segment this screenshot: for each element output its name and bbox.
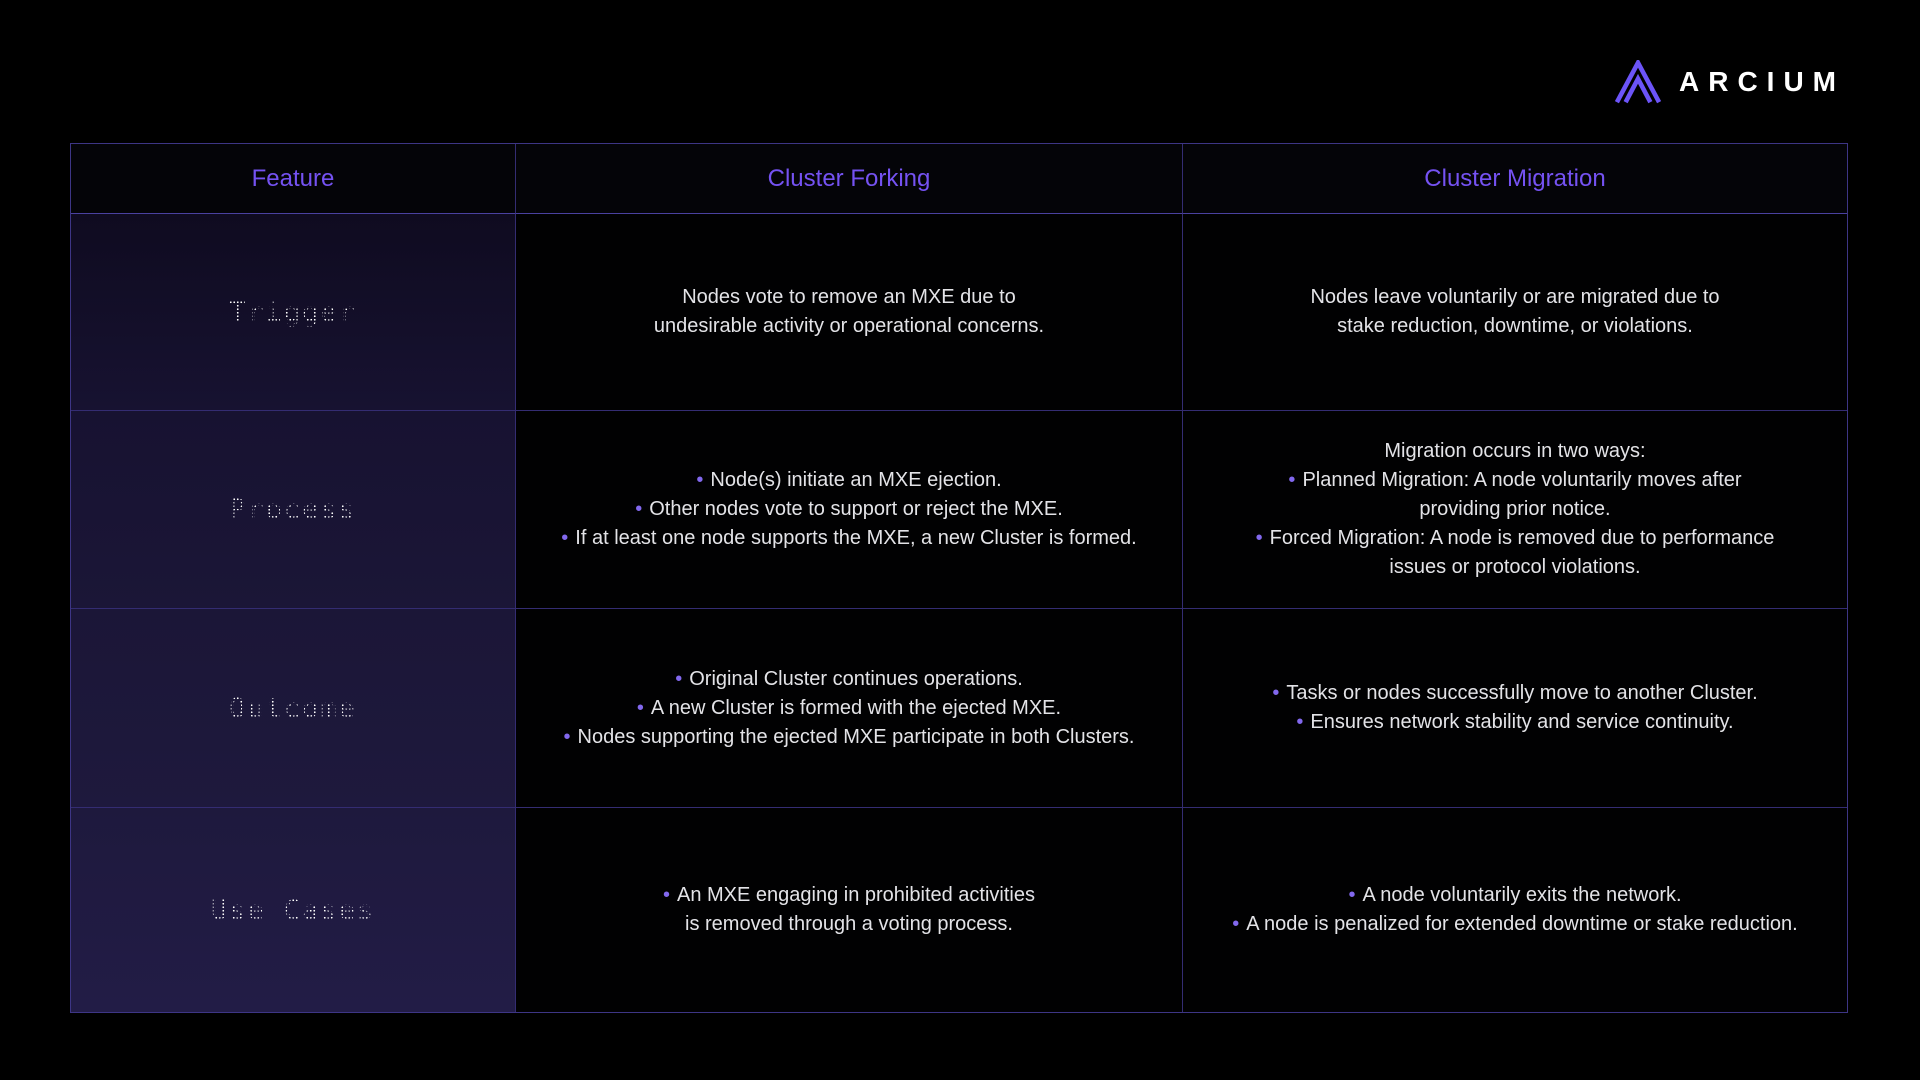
cluster-forking-cell: •An MXE engaging in prohibited activitie… — [516, 808, 1183, 1012]
cell-text-line: Nodes leave voluntarily or are migrated … — [1310, 286, 1720, 308]
arcium-logo-icon — [1614, 60, 1662, 104]
comparison-table: Feature Cluster Forking Cluster Migratio… — [70, 143, 1848, 1013]
feature-label: Process — [229, 494, 357, 525]
cell-text-line: •A new Cluster is formed with the ejecte… — [636, 696, 1062, 719]
cell-text-line: •Node(s) initiate an MXE ejection. — [696, 469, 1002, 491]
bullet-icon: • — [635, 498, 643, 520]
bullet-icon: • — [1255, 527, 1263, 549]
cluster-migration-cell: Migration occurs in two ways: •Planned Mi… — [1183, 411, 1847, 609]
cell-text-line: is removed through a voting process. — [685, 913, 1013, 935]
feature-label: Use Cases — [210, 894, 376, 926]
cell-text-line: Nodes vote to remove an MXE due to — [682, 286, 1016, 308]
cell-text-line: •If at least one node supports the MXE, … — [561, 527, 1137, 549]
cell-text-line: •An MXE engaging in prohibited activitie… — [662, 884, 1035, 906]
cell-text-line: •Ensures network stability and service c… — [1296, 711, 1734, 733]
cell-text-line: issues or protocol violations. — [1389, 556, 1641, 578]
arcium-logo: ARCIUM — [1612, 60, 1845, 104]
bullet-icon: • — [1272, 682, 1280, 704]
bullet-icon: • — [696, 469, 704, 491]
cluster-forking-cell: •Original Cluster continues operations.•… — [516, 609, 1183, 808]
bullet-icon: • — [675, 667, 683, 690]
cluster-forking-cell: Nodes vote to remove an MXE due to undesi… — [516, 214, 1183, 411]
cell-text-line: •Original Cluster continues operations. — [675, 667, 1023, 690]
cell-text-line: stake reduction, downtime, or violations… — [1337, 315, 1693, 337]
bullet-icon: • — [636, 696, 644, 719]
cluster-migration-cell: Nodes leave voluntarily or are migrated … — [1183, 214, 1847, 411]
cluster-forking-cell: •Node(s) initiate an MXE ejection. •Other… — [516, 411, 1183, 609]
cluster-migration-cell: •Tasks or nodes successfully move to ano… — [1183, 609, 1847, 808]
column-header-feature: Feature — [71, 144, 516, 214]
feature-label-cell: Process — [71, 411, 516, 609]
cell-text-line: Migration occurs in two ways: — [1384, 440, 1646, 462]
arcium-wordmark: ARCIUM — [1679, 66, 1845, 97]
cell-text-line: undesirable activity or operational conc… — [653, 315, 1045, 337]
bullet-icon: • — [1296, 711, 1304, 733]
feature-label-cell: Outcome — [71, 609, 516, 808]
cell-text-line: •Planned Migration: A node voluntarily m… — [1288, 469, 1742, 491]
bullet-icon: • — [662, 884, 670, 906]
bullet-icon: • — [1232, 913, 1240, 935]
cell-text-line: •Forced Migration: A node is removed due… — [1255, 527, 1775, 549]
cell-text-line: providing prior notice. — [1419, 498, 1611, 520]
bullet-icon: • — [1288, 469, 1296, 491]
bullet-icon: • — [563, 725, 571, 748]
cell-text-line: •Tasks or nodes successfully move to ano… — [1272, 682, 1758, 704]
column-header-cluster-migration: Cluster Migration — [1183, 144, 1847, 214]
bullet-icon: • — [1348, 884, 1356, 906]
feature-label-cell: Trigger — [71, 214, 516, 411]
bullet-icon: • — [561, 527, 569, 549]
feature-label: Trigger — [229, 296, 357, 328]
feature-label: Outcome — [229, 692, 357, 724]
cell-text-line: •Other nodes vote to support or reject t… — [635, 498, 1063, 520]
cell-text-line: •Nodes supporting the ejected MXE partic… — [563, 725, 1135, 748]
cell-text-line: •A node is penalized for extended downti… — [1232, 913, 1798, 935]
column-header-cluster-forking: Cluster Forking — [516, 144, 1183, 214]
cell-text-line: •A node voluntarily exits the network. — [1348, 884, 1682, 906]
feature-label-cell: Use Cases — [71, 808, 516, 1012]
cluster-migration-cell: •A node voluntarily exits the network. •A… — [1183, 808, 1847, 1012]
